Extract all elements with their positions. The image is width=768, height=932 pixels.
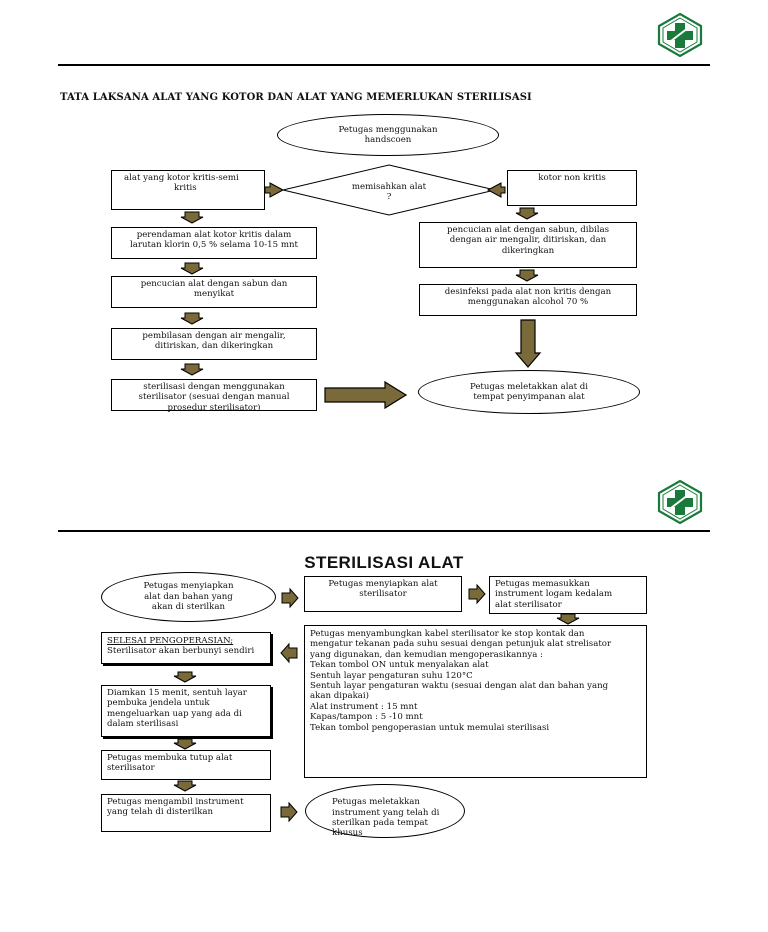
s2-step-finish: SELESAI PENGOPERASIAN;Sterilisator akan … bbox=[101, 632, 271, 664]
left-step-3: pembilasan dengan air mengalir,ditiriska… bbox=[111, 328, 317, 360]
arrow-left bbox=[264, 182, 285, 198]
arrow-big-down bbox=[514, 319, 542, 368]
decision-text: memisahkan alat? bbox=[351, 182, 427, 203]
right-branch-header: kotor non kritis bbox=[507, 170, 637, 206]
green-cross-logo bbox=[657, 479, 703, 525]
green-cross-logo bbox=[657, 12, 703, 58]
arrow-right bbox=[486, 182, 506, 198]
header-rule bbox=[58, 530, 710, 532]
arrow-big-right bbox=[324, 380, 408, 410]
section1-title: TATA LAKSANA ALAT YANG KOTOR DAN ALAT YA… bbox=[60, 92, 532, 103]
s2-step-operate: Petugas menyambungkan kabel sterilisator… bbox=[304, 625, 647, 778]
header-rule bbox=[58, 64, 710, 66]
decision-diamond bbox=[282, 164, 496, 216]
section2-title: STERILISASI ALAT bbox=[304, 553, 464, 572]
